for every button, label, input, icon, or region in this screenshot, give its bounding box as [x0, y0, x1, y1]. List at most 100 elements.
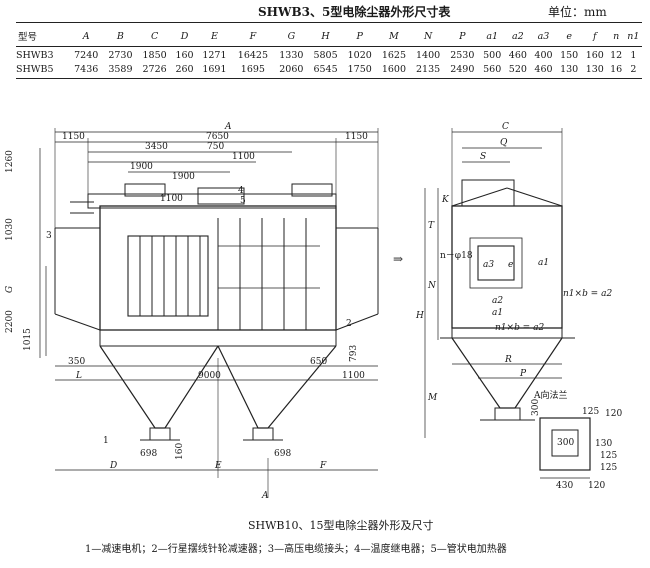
column-header: e	[556, 22, 582, 47]
flange-dim-125-bottom: 125	[600, 463, 617, 473]
callout-1: 1	[103, 436, 109, 446]
table-cell: 520	[505, 61, 531, 79]
column-header: P	[342, 22, 377, 47]
label-bolt-holes: n－φ18	[440, 251, 473, 261]
flange-dim-125-mid: 125	[600, 451, 617, 461]
label-nb-right: n1×b = a2	[563, 289, 612, 299]
figure-legend: 1—减速电机；2—行星摆线针轮减速器；3—高压电缆接头；4—温度继电器；5—管状…	[85, 544, 507, 555]
unit-label: 单位：mm	[548, 5, 607, 19]
table-cell: 16425	[237, 50, 269, 61]
column-header: n	[607, 22, 625, 47]
dim-D: D	[109, 461, 117, 471]
flange-dim-430: 430	[556, 481, 573, 491]
table-cell: 16	[607, 61, 625, 79]
table-cell: 460	[530, 61, 557, 79]
table-cell: 5805	[313, 50, 338, 61]
dim-a1-horizontal: a1	[492, 308, 503, 318]
table-cell: 160	[175, 50, 194, 61]
table-cell: 1400	[416, 50, 441, 61]
dim-K: K	[441, 195, 450, 205]
dim-1900-b: 1900	[172, 172, 195, 182]
dim-a2: a2	[492, 296, 503, 306]
table-cell: 2726	[137, 61, 172, 79]
column-header: C	[137, 22, 172, 47]
dim-1900-a: 1900	[130, 162, 153, 172]
dim-1150-right: 1150	[345, 132, 368, 142]
table-cell: 1850	[142, 50, 167, 61]
table-cell: 2730	[108, 50, 133, 61]
dim-750: 750	[207, 142, 224, 152]
dim-N: N	[427, 281, 437, 291]
column-header: a3	[530, 22, 557, 47]
label-nb-bottom: n1×b = a2	[495, 323, 544, 333]
table-cell: 7436	[69, 61, 104, 79]
column-header: a1	[479, 22, 506, 47]
dim-350: 350	[68, 357, 85, 367]
column-header: 型号	[16, 22, 70, 47]
dim-1100-bottom: 1100	[342, 371, 365, 381]
dim-P: P	[519, 369, 527, 379]
flange-title: A向法兰	[533, 389, 568, 401]
dim-1150-left: 1150	[62, 132, 85, 142]
dim-a1-vertical: a1	[538, 258, 549, 268]
table-cell: 1750	[342, 61, 377, 79]
dim-L: L	[75, 371, 82, 381]
table-cell: 1600	[376, 61, 412, 79]
dim-1100-top: 1100	[232, 152, 255, 162]
dim-650: 650	[310, 357, 327, 367]
dim-M: M	[427, 393, 438, 403]
table-cell: 2530	[450, 50, 475, 61]
table-cell: 460	[508, 50, 527, 61]
dim-698-left: 698	[140, 449, 157, 459]
table-cell: 500	[483, 50, 502, 61]
flange-view-labels: A向法兰 300 125 120 300 130 125 125 430 120	[531, 389, 622, 491]
flange-dim-120-bottom: 120	[588, 481, 605, 491]
dim-3450: 3450	[145, 142, 168, 152]
dim-698-right: 698	[274, 449, 291, 459]
table-cell: 7240	[74, 50, 99, 61]
dim-E: E	[214, 461, 222, 471]
dim-S: S	[480, 152, 486, 162]
table-cell: 1691	[197, 61, 232, 79]
table-cell: 130	[556, 61, 582, 79]
dim-1260: 1260	[5, 150, 15, 173]
technical-drawing: A 7650 1150 1150 3450 750 1100 1900 1900…	[5, 122, 622, 501]
table-cell: SHWB5	[16, 61, 70, 79]
dim-G: G	[5, 286, 15, 293]
column-header: E	[197, 22, 232, 47]
table-cell: 3589	[103, 61, 138, 79]
flow-arrow: ⇒	[393, 252, 403, 266]
column-header: B	[103, 22, 138, 47]
table-cell: 1271	[202, 50, 227, 61]
callout-2: 2	[346, 319, 352, 329]
dim-1015: 1015	[23, 328, 33, 351]
flange-dim-130: 130	[595, 439, 612, 449]
callout-4: 4	[238, 186, 244, 196]
column-header: H	[308, 22, 343, 47]
table-cell: SHWB3	[16, 50, 54, 61]
flange-dim-120-top: 120	[605, 409, 622, 419]
dim-A: A	[224, 122, 232, 132]
dim-F: F	[319, 461, 327, 471]
callout-5: 5	[240, 196, 246, 206]
dim-7650: 7650	[206, 132, 229, 142]
side-view-labels: C Q S K T N H M R P n－φ18 a3 e a1 a2 a1 …	[393, 122, 612, 403]
column-header: M	[376, 22, 412, 47]
flange-dim-300-outer: 300	[531, 399, 541, 416]
column-header: N	[411, 22, 446, 47]
table-cell: 12	[610, 50, 623, 61]
table-cell: 400	[534, 50, 553, 61]
dim-9000: 9000	[198, 371, 221, 381]
table-cell: 1695	[231, 61, 275, 79]
dim-a3: a3	[483, 260, 494, 270]
dim-2200: 2200	[5, 310, 15, 333]
column-header: G	[274, 22, 309, 47]
dim-T: T	[428, 221, 435, 231]
dim-1100-mid: 1100	[160, 194, 183, 204]
table-title: SHWB3、5型电除尘器外形尺寸表	[258, 5, 451, 19]
dim-793: 793	[349, 345, 359, 362]
table-cell: 6545	[308, 61, 343, 79]
table-cell: 2135	[411, 61, 446, 79]
